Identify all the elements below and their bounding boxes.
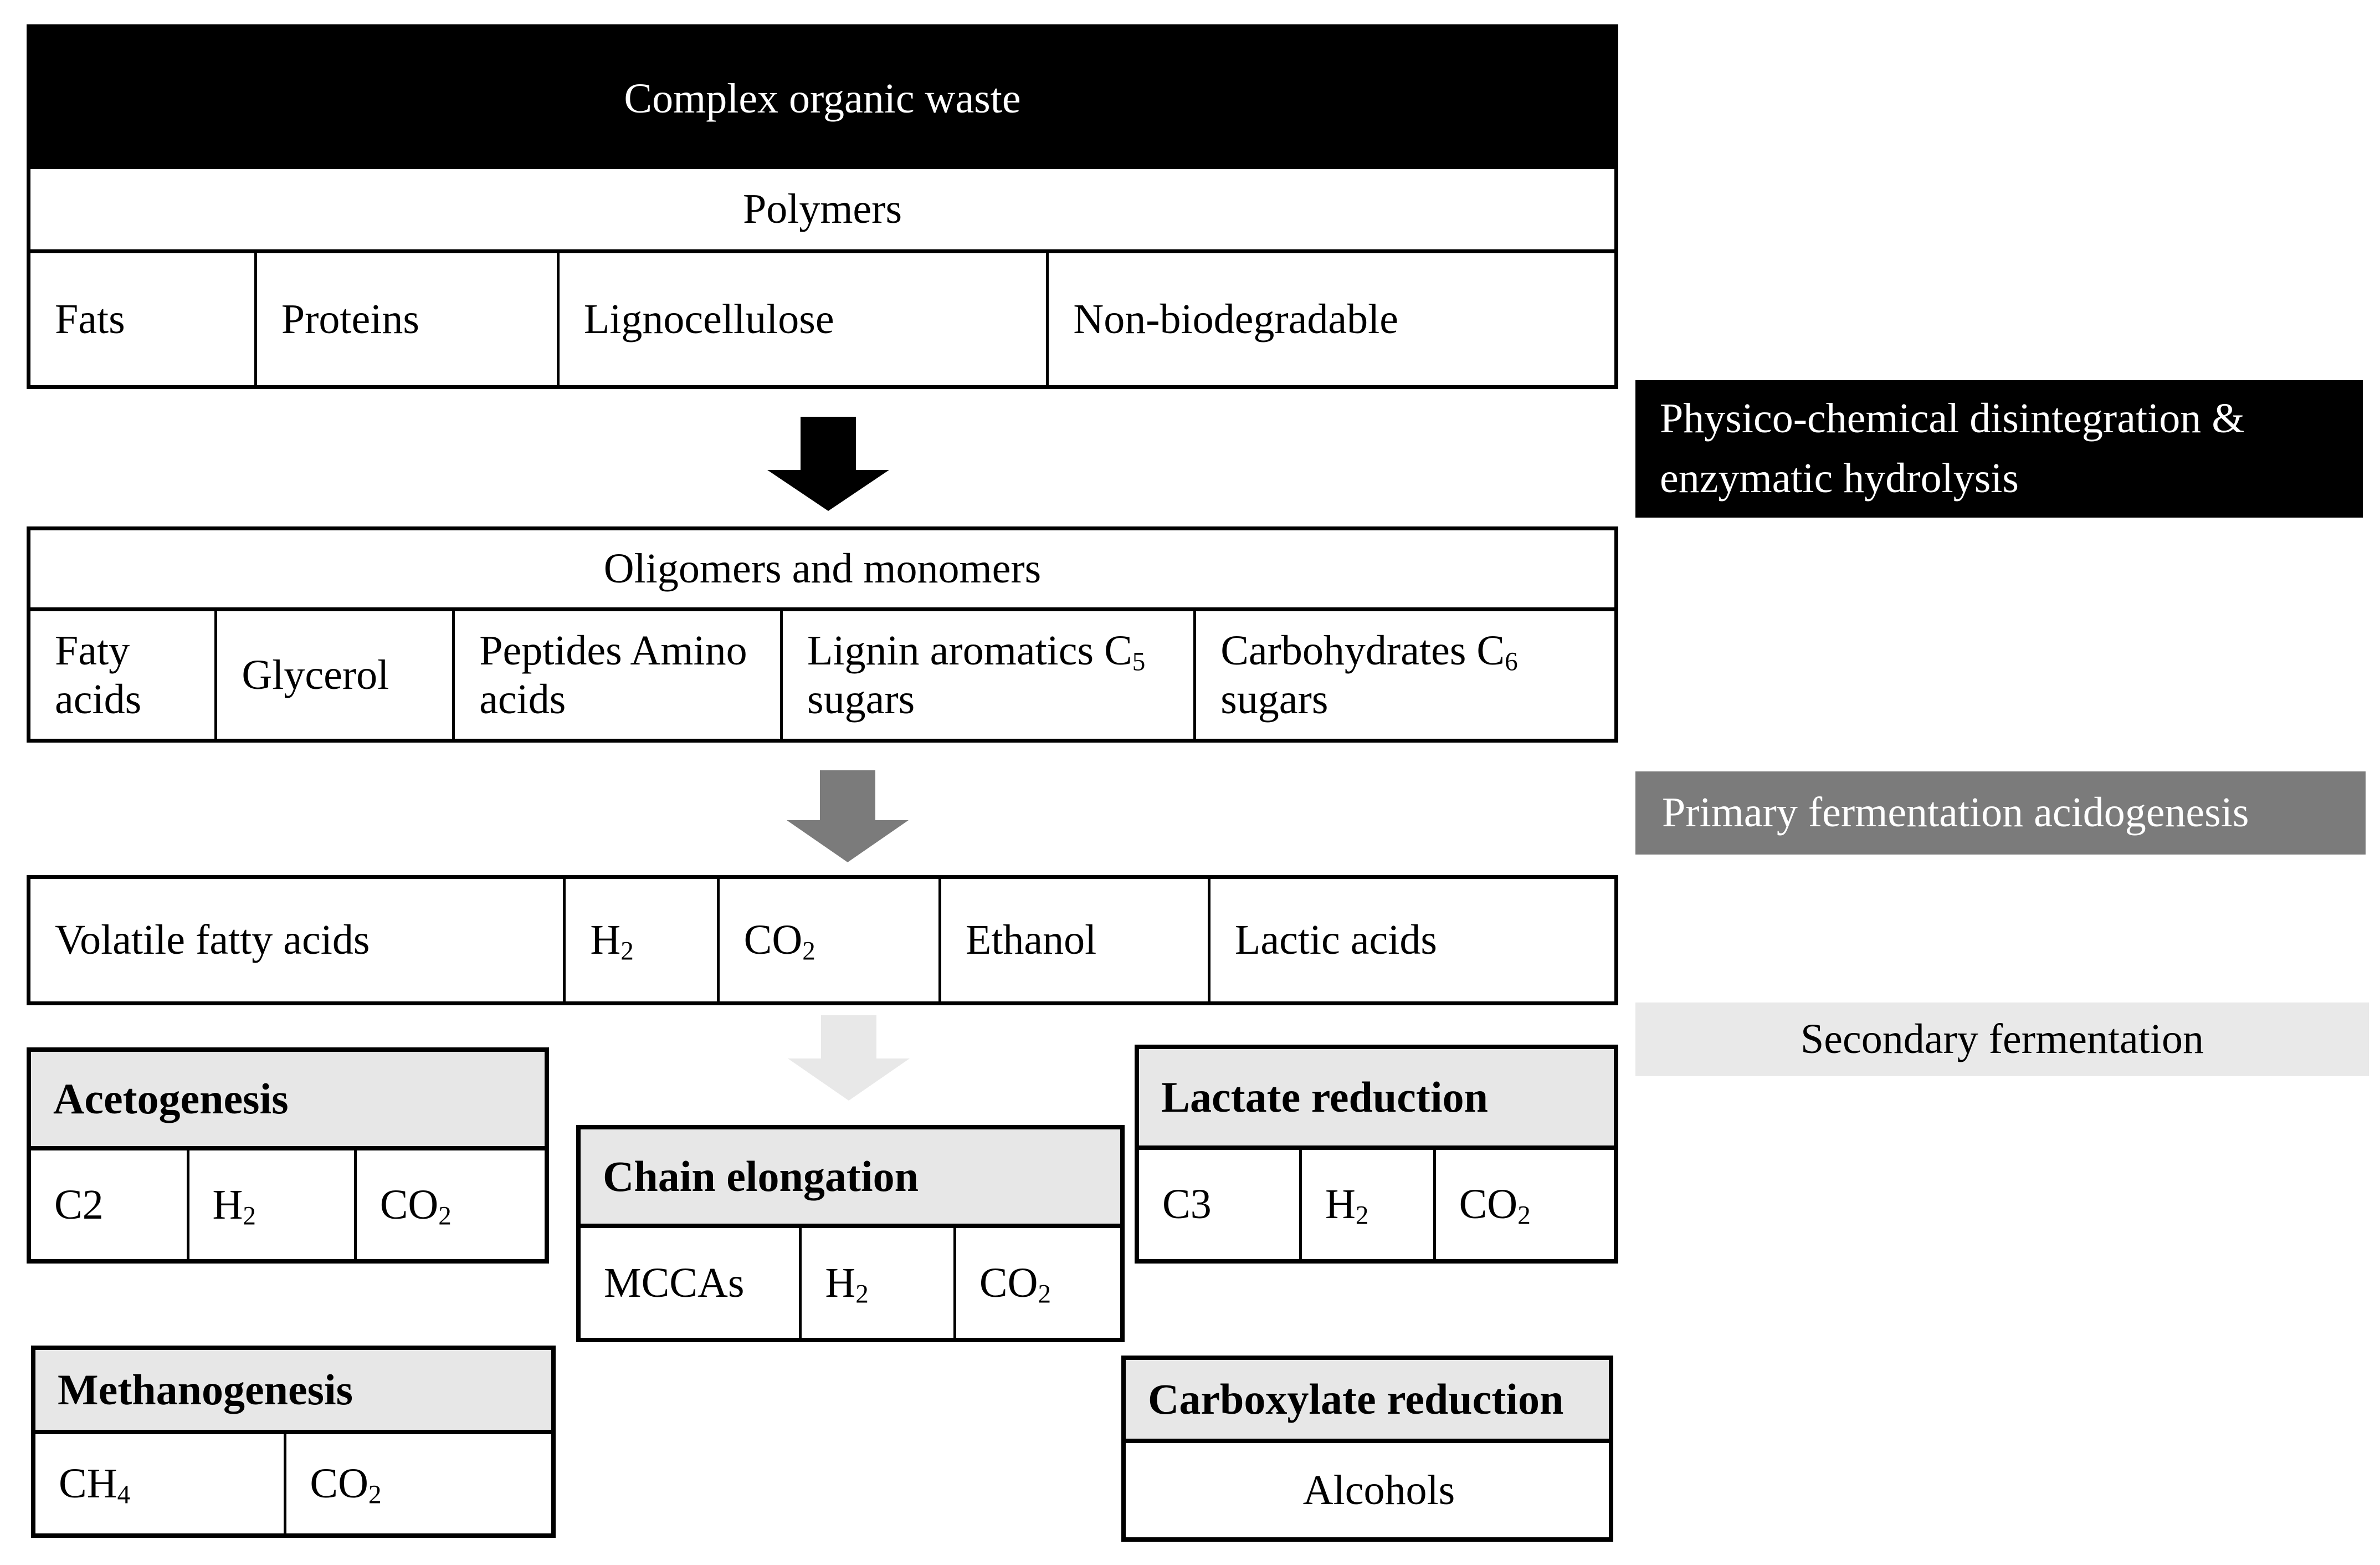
- stage-label-hydrolysis: Physico-chemical disintegration & enzyma…: [1635, 380, 2363, 518]
- cell-chain-mccas: MCCAs: [581, 1228, 802, 1338]
- cell-h2-label: H2: [590, 917, 634, 966]
- cell-lactate-h2-label: H2: [1325, 1181, 1369, 1230]
- cell-proteins-label: Proteins: [281, 295, 419, 342]
- cell-chain-h2-label: H2: [825, 1259, 869, 1309]
- carboxylate-reduction-cells: Alcohols: [1126, 1443, 1609, 1537]
- cell-methano-co2: CO2: [286, 1434, 551, 1533]
- cell-lactic-acids-label: Lactic acids: [1234, 917, 1437, 964]
- oligomers-monomers-title: Oligomers and monomers: [603, 545, 1042, 592]
- cell-acetogenesis-h2: H2: [189, 1150, 357, 1259]
- oligomers-cells: Faty acids Glycerol Peptides Amino acids…: [30, 611, 1614, 739]
- cell-acetogenesis-c2: C2: [31, 1150, 189, 1259]
- cell-lignocellulose-label: Lignocellulose: [583, 295, 834, 342]
- methanogenesis-title: Methanogenesis: [58, 1365, 353, 1414]
- complex-organic-waste-title: Complex organic waste: [624, 75, 1021, 122]
- cell-volatile-fatty-acids-label: Volatile fatty acids: [55, 917, 370, 964]
- cell-lignin-aromatics-c5-sugars-label: Lignin aromatics C5 sugars: [807, 627, 1146, 723]
- fermentation-products-cells: Volatile fatty acids H2 CO2 Ethanol Lact…: [30, 879, 1614, 1001]
- acetogenesis-box: Acetogenesis C2 H2 CO2: [27, 1047, 549, 1264]
- cell-volatile-fatty-acids: Volatile fatty acids: [30, 879, 566, 1001]
- cell-faty-acids: Faty acids: [30, 611, 218, 739]
- cell-non-biodegradable: Non-biodegradable: [1049, 253, 1614, 385]
- cell-lactate-c3-label: C3: [1162, 1181, 1212, 1228]
- cell-alcohols: Alcohols: [1126, 1443, 1609, 1537]
- acetogenesis-header: Acetogenesis: [31, 1052, 545, 1150]
- cell-carbohydrates-c6-sugars-label: Carbohydrates C6 sugars: [1220, 627, 1518, 723]
- cell-non-biodegradable-label: Non-biodegradable: [1073, 295, 1398, 342]
- cell-carbohydrates-c6-sugars: Carbohydrates C6 sugars: [1196, 611, 1614, 739]
- oligomers-monomers-header: Oligomers and monomers: [30, 530, 1614, 611]
- cell-chain-h2: H2: [802, 1228, 956, 1338]
- polymers-label: Polymers: [742, 186, 902, 232]
- chain-elongation-header: Chain elongation: [581, 1129, 1120, 1228]
- cell-lactate-co2: CO2: [1436, 1150, 1614, 1259]
- cell-lactate-co2-label: CO2: [1459, 1181, 1531, 1230]
- cell-acetogenesis-co2-label: CO2: [379, 1181, 452, 1231]
- carboxylate-reduction-title: Carboxylate reduction: [1148, 1375, 1564, 1423]
- cell-ethanol: Ethanol: [941, 879, 1210, 1001]
- cell-faty-acids-label: Faty acids: [55, 627, 142, 723]
- cell-acetogenesis-h2-label: H2: [212, 1181, 256, 1231]
- cell-lactic-acids: Lactic acids: [1210, 879, 1614, 1001]
- cell-glycerol-label: Glycerol: [242, 651, 389, 698]
- oligomers-monomers-table: Oligomers and monomers Faty acids Glycer…: [27, 526, 1618, 743]
- lactate-reduction-box: Lactate reduction C3 H2 CO2: [1135, 1045, 1618, 1264]
- chain-elongation-title: Chain elongation: [603, 1152, 919, 1200]
- cell-acetogenesis-co2: CO2: [357, 1150, 545, 1259]
- acetogenesis-cells: C2 H2 CO2: [31, 1150, 545, 1259]
- stage-label-secondary-fermentation: Secondary fermentation: [1635, 1003, 2369, 1076]
- cell-fats: Fats: [30, 253, 257, 385]
- cell-chain-co2: CO2: [956, 1228, 1120, 1338]
- lactate-reduction-title: Lactate reduction: [1161, 1073, 1488, 1121]
- stage-label-hydrolysis-text: Physico-chemical disintegration & enzyma…: [1660, 395, 2245, 502]
- cell-alcohols-label: Alcohols: [1302, 1466, 1455, 1513]
- methanogenesis-header: Methanogenesis: [35, 1350, 551, 1434]
- cell-co2-label: CO2: [743, 917, 815, 966]
- cell-peptides-amino-acids-label: Peptides Amino acids: [479, 627, 747, 723]
- cell-proteins: Proteins: [257, 253, 560, 385]
- lactate-reduction-header: Lactate reduction: [1139, 1049, 1614, 1150]
- cell-peptides-amino-acids: Peptides Amino acids: [455, 611, 783, 739]
- stage-label-secondary-fermentation-text: Secondary fermentation: [1800, 1015, 2204, 1062]
- carboxylate-reduction-header: Carboxylate reduction: [1126, 1360, 1609, 1443]
- cell-lactate-h2: H2: [1302, 1150, 1436, 1259]
- stage-label-primary-fermentation: Primary fermentation acidogenesis: [1635, 771, 2366, 855]
- cell-lactate-c3: C3: [1139, 1150, 1302, 1259]
- cell-lignocellulose: Lignocellulose: [560, 253, 1049, 385]
- lactate-reduction-cells: C3 H2 CO2: [1139, 1150, 1614, 1259]
- cell-methano-co2-label: CO2: [310, 1460, 382, 1510]
- cell-ethanol-label: Ethanol: [965, 917, 1097, 964]
- polymers-row: Polymers: [30, 169, 1614, 253]
- methanogenesis-box: Methanogenesis CH4 CO2: [31, 1346, 556, 1538]
- fermentation-products-table: Volatile fatty acids H2 CO2 Ethanol Lact…: [27, 875, 1618, 1005]
- cell-h2: H2: [566, 879, 720, 1001]
- cell-glycerol: Glycerol: [217, 611, 455, 739]
- chain-elongation-cells: MCCAs H2 CO2: [581, 1228, 1120, 1338]
- acetogenesis-title: Acetogenesis: [53, 1075, 289, 1123]
- stage-label-primary-fermentation-text: Primary fermentation acidogenesis: [1662, 789, 2249, 836]
- cell-fats-label: Fats: [55, 295, 125, 342]
- cell-chain-mccas-label: MCCAs: [604, 1259, 745, 1306]
- cell-co2: CO2: [720, 879, 941, 1001]
- methanogenesis-cells: CH4 CO2: [35, 1434, 551, 1533]
- chain-elongation-box: Chain elongation MCCAs H2 CO2: [576, 1125, 1125, 1342]
- complex-organic-waste-table: Complex organic waste Polymers Fats Prot…: [27, 24, 1618, 389]
- cell-chain-co2-label: CO2: [979, 1259, 1051, 1309]
- cell-methano-ch4: CH4: [35, 1434, 287, 1533]
- cell-methano-ch4-label: CH4: [59, 1460, 131, 1510]
- cell-acetogenesis-c2-label: C2: [54, 1181, 104, 1228]
- complex-organic-waste-header: Complex organic waste: [30, 28, 1614, 169]
- cell-lignin-aromatics-c5-sugars: Lignin aromatics C5 sugars: [783, 611, 1197, 739]
- polymers-cells: Fats Proteins Lignocellulose Non-biodegr…: [30, 253, 1614, 385]
- carboxylate-reduction-box: Carboxylate reduction Alcohols: [1121, 1356, 1613, 1542]
